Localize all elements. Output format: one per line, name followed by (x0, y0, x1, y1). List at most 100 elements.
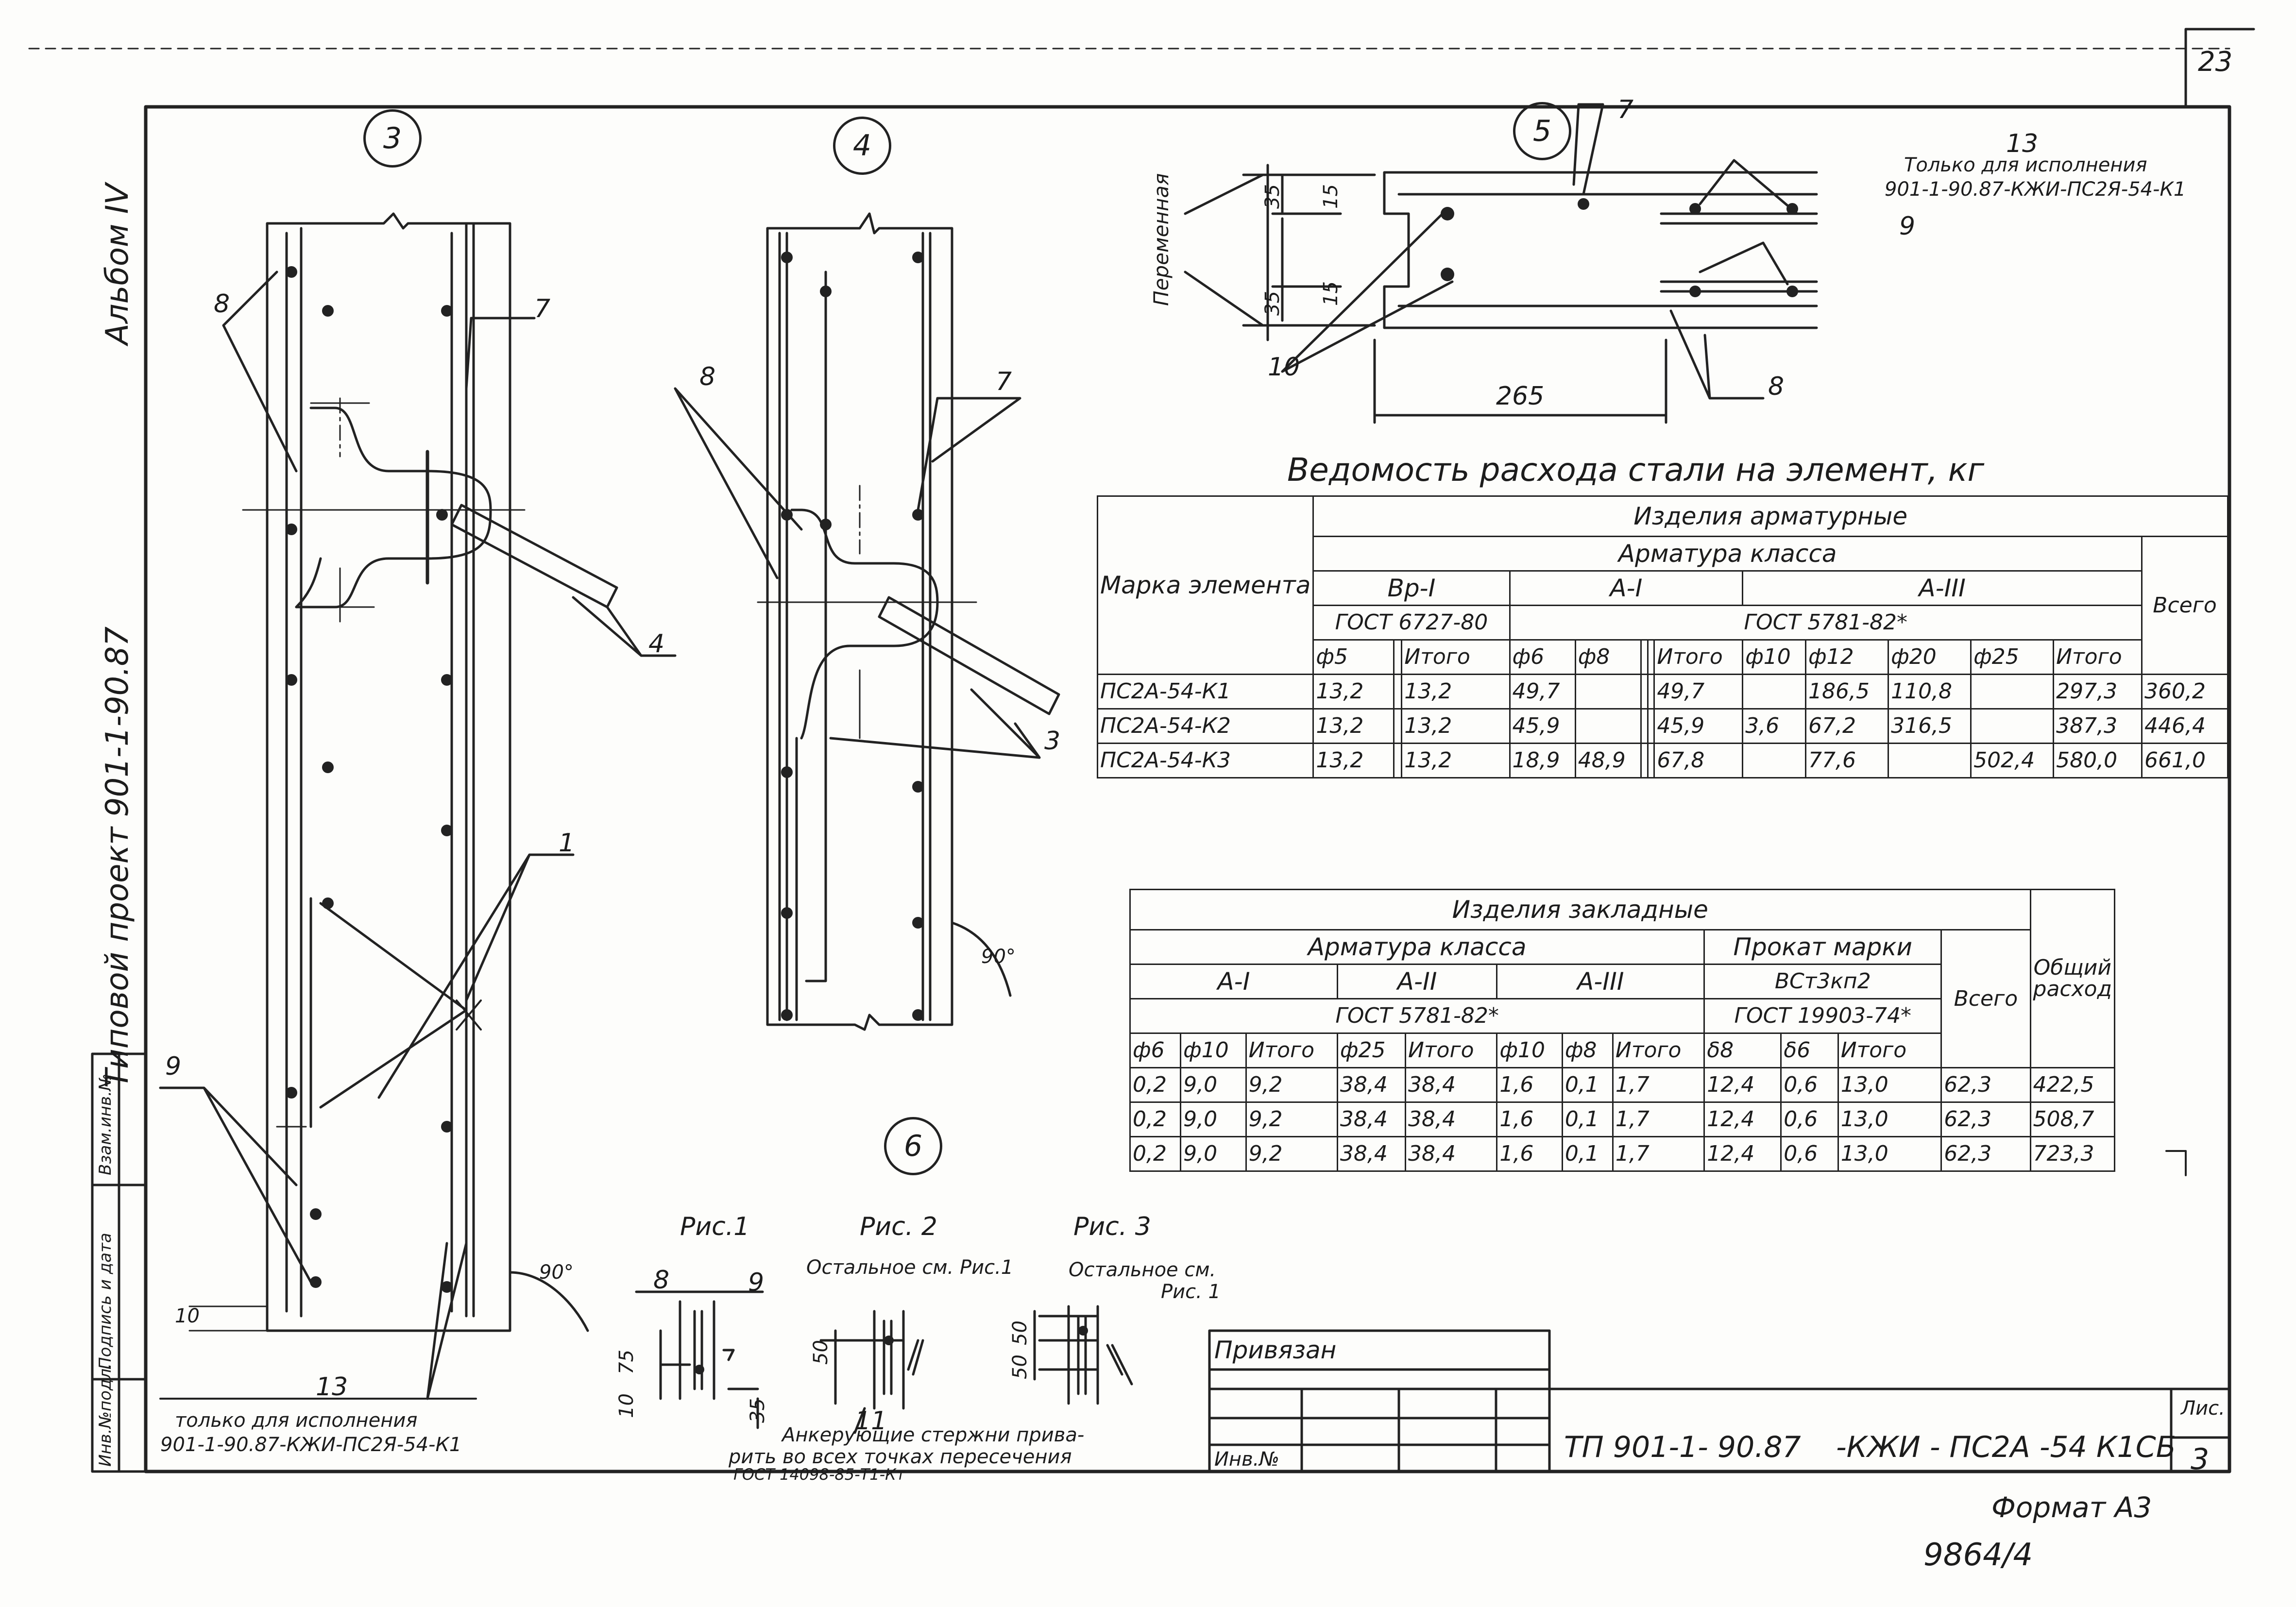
t2-col: Итого (1245, 1032, 1338, 1068)
t2-cell: 13,0 (1837, 1101, 1942, 1137)
fig2-dim-50: 50 (810, 1340, 832, 1365)
v3-label-13: 13 (316, 1372, 348, 1402)
t2-cell: 0,2 (1129, 1136, 1182, 1172)
t1-gost-6727: ГОСТ 6727-80 (1312, 605, 1511, 641)
fig1-dim-10: 10 (615, 1393, 638, 1418)
v5-dim-15b: 15 (1320, 281, 1342, 306)
table-row: 0,2 9,0 9,2 38,4 38,4 1,6 0,1 1,7 12,4 0… (1129, 1101, 2116, 1137)
t2-cell: 1,7 (1612, 1067, 1705, 1103)
v3-angle: 90° (539, 1261, 574, 1284)
v6-note-line3: ГОСТ 14098-85-Т1-Кт (733, 1465, 905, 1484)
t2-cell: 1,6 (1496, 1067, 1563, 1103)
t1-group-header: Изделия арматурные (1312, 495, 2228, 537)
v5-dim-35a: 35 (1261, 184, 1284, 209)
t2-cell: 12,4 (1703, 1136, 1782, 1172)
v5-dim-35b: 35 (1261, 291, 1284, 316)
stamp-bound-label: Привязан (1214, 1336, 1337, 1364)
t1-cell: ПС2А-54-К3 (1096, 743, 1314, 778)
margin-field-replace: Взам.инв.№ (96, 1073, 115, 1175)
t1-cell: 13,2 (1312, 674, 1395, 710)
drawing-code-left: ТП 901-1- 90.87 (1564, 1430, 1801, 1464)
t2-cell: 508,7 (2029, 1101, 2116, 1137)
fig3-dim-50b: 50 (1009, 1354, 1031, 1379)
fig3-subtitle-2: Рис. 1 (1161, 1281, 1221, 1303)
t2-cell: 0,2 (1129, 1101, 1182, 1137)
t1-cell (1647, 743, 1655, 778)
t2-col: ф25 (1336, 1032, 1407, 1068)
t2-cell: 0,2 (1129, 1067, 1182, 1103)
t2-cell: 1,6 (1496, 1101, 1563, 1137)
format-label: Формат А3 (1991, 1491, 2152, 1524)
view-4-marker: 4 (833, 117, 891, 175)
t1-cell: 446,4 (2141, 708, 2228, 744)
t2-group-header: Изделия закладные (1129, 889, 2031, 930)
t2-cell: 9,0 (1180, 1101, 1247, 1137)
t2-class-a3: А-III (1496, 964, 1705, 999)
t2-class-a2: А-II (1336, 964, 1498, 999)
v3-label-8: 8 (214, 289, 230, 319)
t1-class-header: Арматура класса (1312, 536, 2143, 572)
t2-cell: 0,6 (1780, 1136, 1839, 1172)
t2-cell: 9,2 (1245, 1101, 1338, 1137)
t1-cell: 49,7 (1509, 674, 1576, 710)
v5-note-line1: Только для исполнения (1904, 154, 2147, 176)
archive-number: 9864/4 (1923, 1537, 2033, 1573)
t1-cell: 49,7 (1653, 674, 1744, 710)
v3-dim-10: 10 (175, 1305, 200, 1327)
t1-cell: 67,2 (1805, 708, 1889, 744)
t1-cell (1574, 674, 1642, 710)
t2-cell: 38,4 (1336, 1136, 1407, 1172)
v5-label-10: 10 (1268, 353, 1300, 382)
t1-cell: 13,2 (1312, 743, 1395, 778)
rebar-dots (286, 198, 1798, 1374)
t2-col: ф6 (1129, 1032, 1182, 1068)
t2-cell: 38,4 (1336, 1101, 1407, 1137)
t2-col: δ8 (1703, 1032, 1782, 1068)
t2-col: Итого (1837, 1032, 1942, 1068)
t1-cell: 110,8 (1888, 674, 1972, 710)
t2-cell: 723,3 (2029, 1136, 2116, 1172)
t2-cell: 0,1 (1561, 1101, 1614, 1137)
t1-cell: 580,0 (2053, 743, 2143, 778)
t1-mark-header: Марка элемента (1096, 495, 1314, 675)
v5-label-9: 9 (1899, 212, 1916, 241)
view-4-frame (674, 212, 1060, 1031)
table-row: ПС2А-54-К2 13,2 13,2 45,9 45,9 3,6 67,2 … (1096, 708, 2228, 744)
t1-cell (1393, 674, 1403, 710)
t2-gost-5781: ГОСТ 5781-82* (1129, 998, 1705, 1034)
t2-cell: 12,4 (1703, 1067, 1782, 1103)
view-5-frame (1184, 103, 1818, 424)
t2-cell: 1,6 (1496, 1136, 1563, 1172)
t1-cell (1970, 708, 2055, 744)
table1-title: Ведомость расхода стали на элемент, кг (1287, 451, 1985, 489)
t2-col: ф8 (1561, 1032, 1614, 1068)
t1-cell (1640, 743, 1649, 778)
t1-cell: 13,2 (1312, 708, 1395, 744)
t1-total-header: Всего (2141, 536, 2228, 675)
t2-cell: 62,3 (1940, 1101, 2031, 1137)
fig1-dim-35: 35 (747, 1398, 769, 1423)
v3-label-9: 9 (165, 1052, 182, 1081)
t2-cell: 38,4 (1404, 1101, 1498, 1137)
t1-class-a1: А-I (1509, 570, 1744, 606)
t2-cell: 13,0 (1837, 1067, 1942, 1103)
t1-cell (1640, 674, 1649, 710)
t1-class-vp1: Вр-I (1312, 570, 1511, 606)
t2-cell: 13,0 (1837, 1136, 1942, 1172)
t1-cell: 186,5 (1805, 674, 1889, 710)
fig3-subtitle-1: Остальное см. (1069, 1259, 1216, 1281)
t2-general-header: Общий расход (2029, 889, 2116, 1068)
t1-gost-5781: ГОСТ 5781-82* (1509, 605, 2143, 641)
t1-col: Итого (2053, 639, 2143, 675)
t1-col: ф5 (1312, 639, 1395, 675)
v6-note-line1: Анкерующие стержни прива- (782, 1424, 1085, 1446)
v4-angle: 90° (981, 946, 1016, 968)
t1-cell: 387,3 (2053, 708, 2143, 744)
view-5-marker: 5 (1513, 102, 1571, 160)
t2-cell: 62,3 (1940, 1136, 2031, 1172)
view-6-marker: 6 (884, 1117, 942, 1175)
t1-cell (1640, 708, 1649, 744)
fig1-label-8: 8 (653, 1266, 670, 1295)
t2-cell: 9,0 (1180, 1067, 1247, 1103)
